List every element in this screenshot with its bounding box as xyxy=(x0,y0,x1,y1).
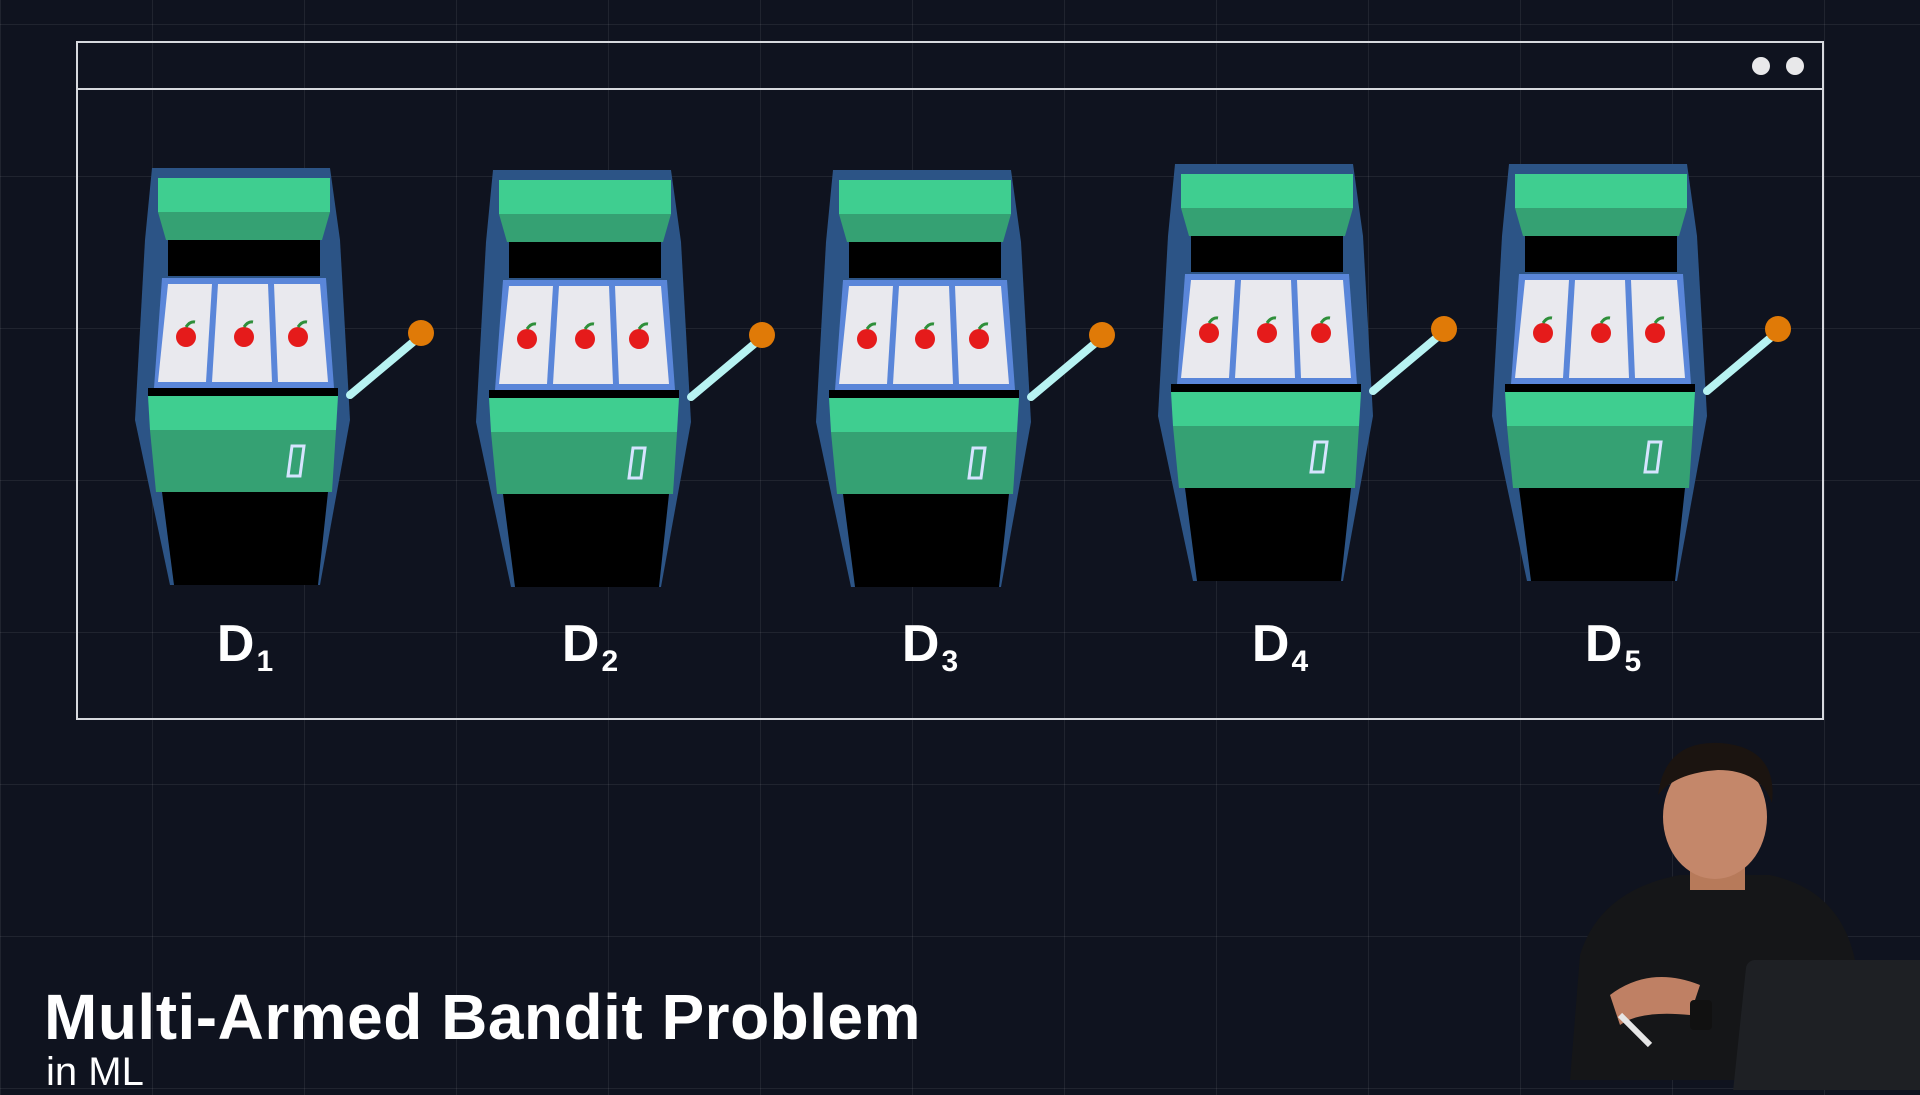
machine-label-index: 2 xyxy=(601,645,619,678)
video-subtitle: in ML xyxy=(46,1050,144,1094)
machine-label-index: 3 xyxy=(941,645,959,678)
machine-label-d3: D3 xyxy=(850,618,1010,677)
machine-label-d4: D4 xyxy=(1200,618,1360,677)
laptop xyxy=(1733,960,1920,1090)
machine-label-index: 1 xyxy=(256,645,274,678)
window-title-bar xyxy=(78,43,1822,90)
window-dot-icon xyxy=(1752,57,1770,75)
machine-label-d1: D1 xyxy=(165,618,325,677)
machine-label-letter: D xyxy=(561,615,600,673)
machine-label-index: 5 xyxy=(1624,645,1642,678)
machine-label-d5: D5 xyxy=(1533,618,1693,677)
video-title: Multi-Armed Bandit Problem xyxy=(44,981,922,1053)
machine-label-letter: D xyxy=(216,615,255,673)
machine-label-d2: D2 xyxy=(510,618,670,677)
window-dot-icon xyxy=(1786,57,1804,75)
machine-label-letter: D xyxy=(1584,615,1623,673)
slide-window-frame xyxy=(76,41,1824,720)
machine-label-index: 4 xyxy=(1291,645,1309,678)
machine-label-letter: D xyxy=(901,615,940,673)
machine-label-letter: D xyxy=(1251,615,1290,673)
